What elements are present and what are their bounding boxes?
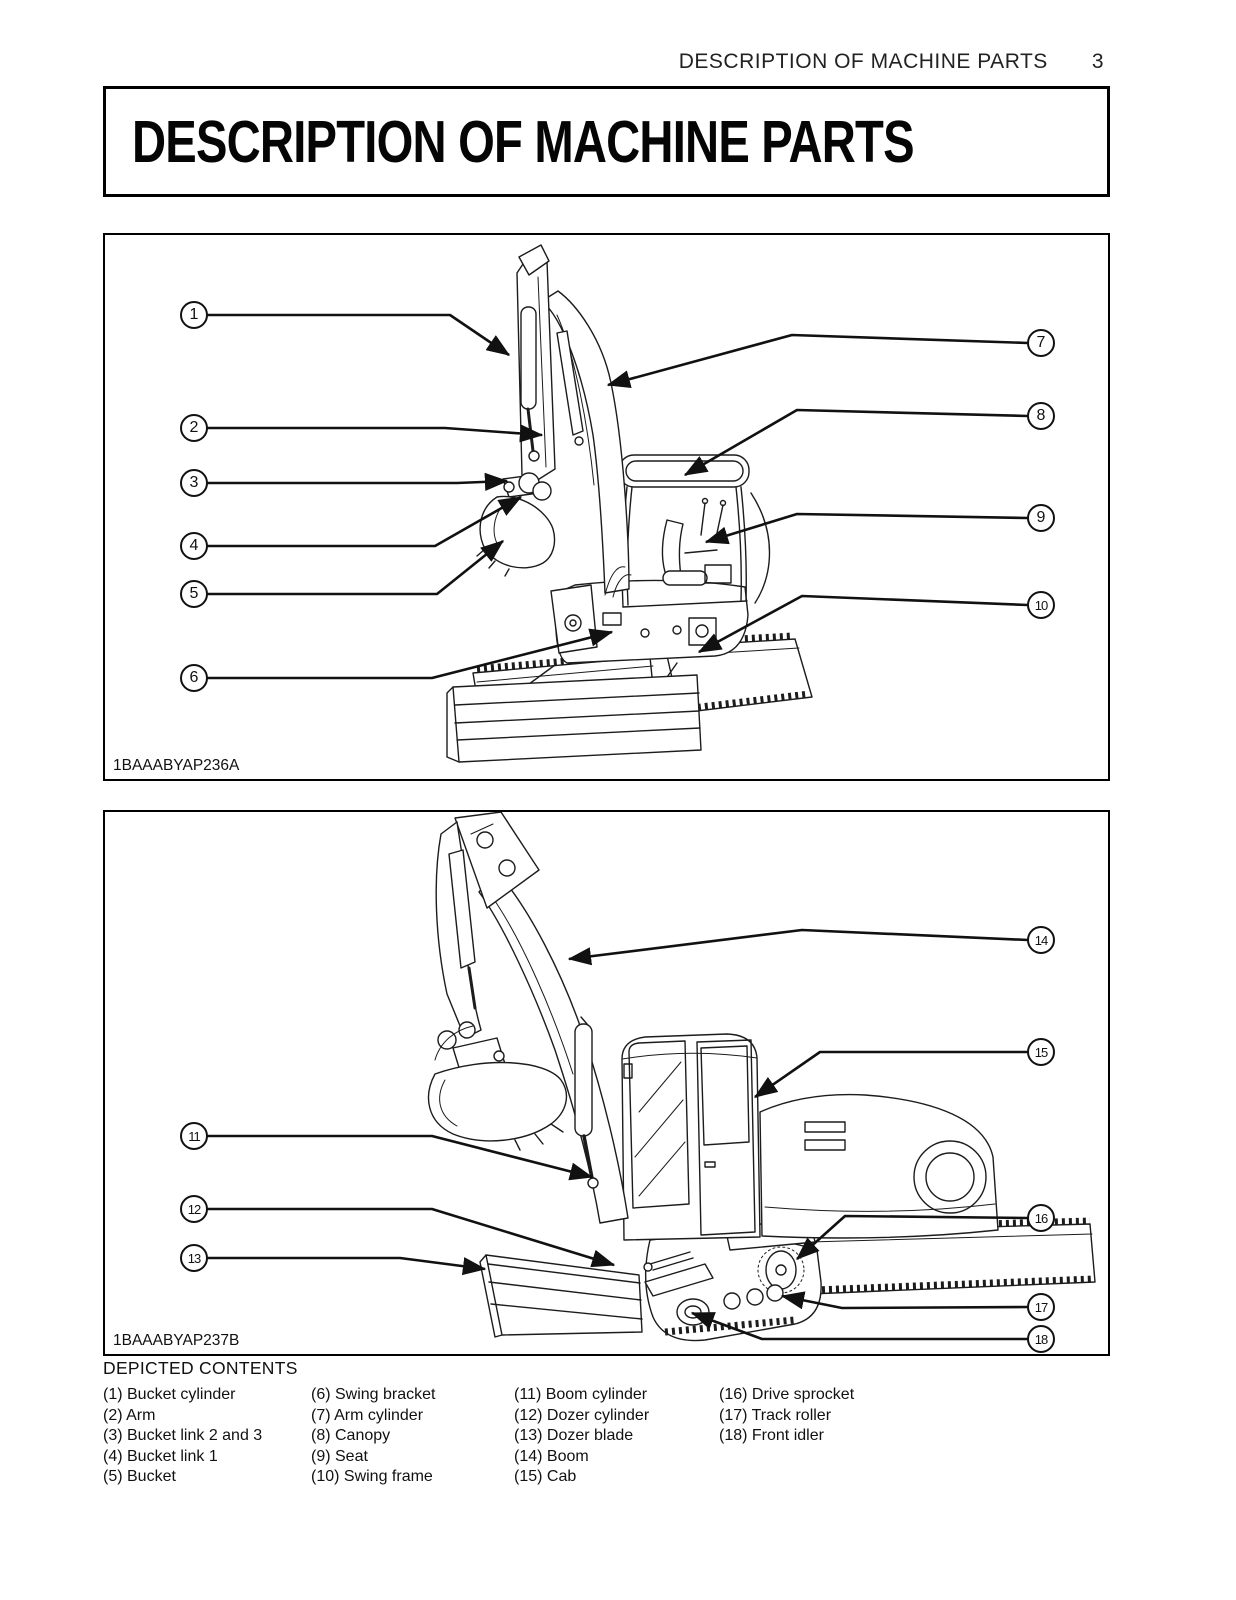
leader-line-18 <box>690 1311 1028 1341</box>
leader-line-14 <box>567 928 1029 966</box>
legend-column-1: (1) Bucket cylinder (2) Arm (3) Bucket lin… <box>103 1385 311 1488</box>
leader-line-12 <box>207 1207 616 1268</box>
callout-16: 16 <box>1027 1204 1055 1232</box>
legend-item: (10) Swing frame <box>311 1468 433 1486</box>
legend-item: (16) Drive sprocket <box>719 1386 855 1403</box>
callout-6: 6 <box>180 664 208 692</box>
legend-item: (15) Cab <box>514 1468 577 1486</box>
callout-10: 10 <box>1027 591 1055 619</box>
legend-heading: DEPICTED CONTENTS <box>103 1358 298 1378</box>
legend-column-2: (6) Swing bracket (7) Arm cylinder (8) Can… <box>311 1385 514 1488</box>
callout-18: 18 <box>1027 1325 1055 1353</box>
legend-item: (17) Track roller <box>719 1406 832 1424</box>
legend-item: (8) Canopy <box>311 1427 391 1445</box>
running-header: DESCRIPTION OF MACHINE PARTS 3 <box>679 50 1104 74</box>
callout-8: 8 <box>1027 402 1055 430</box>
leader-line-9 <box>704 512 1029 545</box>
callout-1: 1 <box>180 301 208 329</box>
figure-code: 1BAAABYAP236A <box>113 757 240 774</box>
callout-5: 5 <box>180 580 208 608</box>
callout-leader-lines <box>207 313 1029 680</box>
legend-item: (2) Arm <box>103 1406 156 1424</box>
leader-line-3 <box>207 472 509 491</box>
callout-11: 11 <box>180 1122 208 1150</box>
callout-2: 2 <box>180 414 208 442</box>
callout-14: 14 <box>1027 926 1055 954</box>
running-header-title: DESCRIPTION OF MACHINE PARTS <box>678 50 1048 73</box>
callout-leader-lines <box>207 928 1029 1341</box>
leader-line-4 <box>207 495 523 548</box>
legend-item: (14) Boom <box>514 1447 589 1465</box>
legend-item: (3) Bucket link 2 and 3 <box>103 1427 263 1445</box>
figure-cab-machine: 11 12 13 14 15 16 17 18 1BAAABYAP237B <box>103 810 1110 1356</box>
page-number: 3 <box>1091 50 1104 73</box>
legend-column-3: (11) Boom cylinder (12) Dozer cylinder (13… <box>514 1385 719 1488</box>
callout-15: 15 <box>1027 1038 1055 1066</box>
legend-item: (18) Front idler <box>719 1427 824 1445</box>
callout-9: 9 <box>1027 504 1055 532</box>
chapter-title: DESCRIPTION OF MACHINE PARTS <box>132 108 915 175</box>
machine-line-art <box>427 812 1096 1342</box>
excavator-drawing-cab <box>207 812 1096 1342</box>
legend-item: (7) Arm cylinder <box>311 1406 424 1424</box>
depicted-contents: DEPICTED CONTENTS (1) Bucket cylinder (2)… <box>103 1358 1113 1488</box>
legend-column-4: (16) Drive sprocket (17) Track roller (18)… <box>719 1385 1113 1488</box>
legend-item: (6) Swing bracket <box>311 1386 436 1403</box>
excavator-drawing-canopy <box>207 244 1029 763</box>
legend-columns: (1) Bucket cylinder (2) Arm (3) Bucket lin… <box>103 1385 1113 1488</box>
legend-item: (5) Bucket <box>103 1468 176 1486</box>
legend-item: (1) Bucket cylinder <box>103 1386 236 1403</box>
callout-12: 12 <box>180 1195 208 1223</box>
callout-4: 4 <box>180 532 208 560</box>
leader-line-7 <box>606 333 1029 388</box>
legend-item: (13) Dozer blade <box>514 1427 634 1445</box>
callout-17: 17 <box>1027 1293 1055 1321</box>
leader-line-5 <box>207 539 505 596</box>
leader-line-2 <box>207 424 544 443</box>
legend-item: (11) Boom cylinder <box>514 1386 648 1403</box>
callout-7: 7 <box>1027 329 1055 357</box>
leader-line-17 <box>780 1291 1029 1310</box>
leader-line-13 <box>207 1256 487 1276</box>
leader-line-16 <box>796 1214 1029 1260</box>
leader-line-6 <box>207 628 614 680</box>
legend-item: (12) Dozer cylinder <box>514 1406 650 1424</box>
leader-line-11 <box>207 1134 594 1181</box>
chapter-title-box: DESCRIPTION OF MACHINE PARTS <box>103 86 1110 197</box>
leader-line-1 <box>207 313 511 357</box>
leader-line-15 <box>753 1050 1028 1099</box>
figure-canopy-machine: 1 2 3 4 5 6 7 8 9 10 1BAAABYAP236A <box>103 233 1110 781</box>
callout-13: 13 <box>180 1244 208 1272</box>
leader-line-8 <box>683 408 1029 477</box>
legend-item: (4) Bucket link 1 <box>103 1447 218 1465</box>
figure-code: 1BAAABYAP237B <box>113 1332 240 1349</box>
legend-item: (9) Seat <box>311 1447 368 1465</box>
callout-3: 3 <box>180 469 208 497</box>
leader-line-10 <box>697 594 1029 654</box>
machine-line-art <box>446 244 813 763</box>
